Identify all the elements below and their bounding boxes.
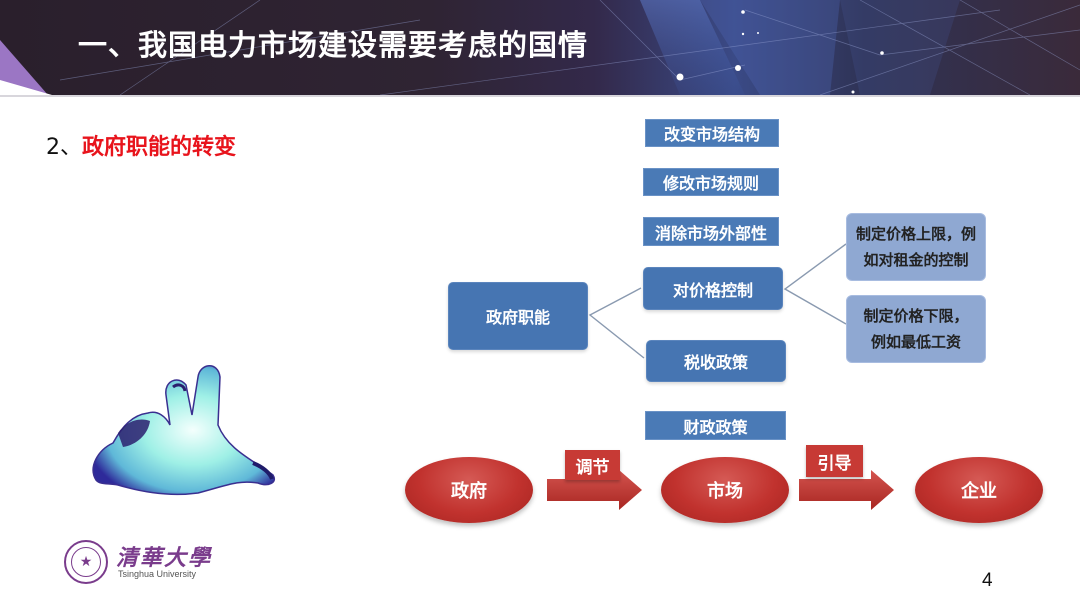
- network-background-icon: [59, 0, 1080, 95]
- arrow-right-icon: [547, 470, 642, 510]
- branch-price-control: 对价格控制: [643, 267, 783, 310]
- item-change-market-structure: 改变市场结构: [645, 119, 779, 147]
- section-number: 2、: [46, 135, 82, 160]
- edge-label-regulate: 调节: [565, 450, 620, 480]
- slide-header: 一、我国电力市场建设需要考虑的国情: [0, 0, 1080, 95]
- slide-title: 一、我国电力市场建设需要考虑的国情: [78, 28, 589, 62]
- logo-name-cn: 清華大學: [116, 545, 213, 571]
- detail-price-ceiling: 制定价格上限，例如对租金的控制: [846, 213, 986, 281]
- edge-label-guide: 引导: [806, 445, 863, 477]
- header-divider: [0, 95, 1080, 97]
- item-fiscal-policy: 财政政策: [645, 411, 786, 440]
- section-heading: 2、政府职能的转变: [46, 129, 236, 161]
- hand-illustration-icon: [92, 365, 275, 496]
- logo-name-en: Tsinghua University: [118, 569, 197, 579]
- arrow-right-icon: [799, 470, 894, 510]
- item-modify-market-rules: 修改市场规则: [643, 168, 779, 196]
- branch-tax-policy: 税收政策: [646, 340, 786, 382]
- item-eliminate-externalities: 消除市场外部性: [643, 217, 779, 246]
- node-enterprise: 企业: [915, 457, 1043, 523]
- page-number: 4: [982, 570, 993, 591]
- header-accent-corner: [0, 80, 52, 95]
- section-title: 政府职能的转变: [82, 135, 237, 160]
- root-government-functions: 政府职能: [448, 282, 588, 350]
- node-government: 政府: [405, 457, 533, 523]
- detail-price-floor: 制定价格下限，例如最低工资: [846, 295, 986, 363]
- node-market: 市场: [661, 457, 789, 523]
- university-seal-icon: ★: [64, 540, 108, 584]
